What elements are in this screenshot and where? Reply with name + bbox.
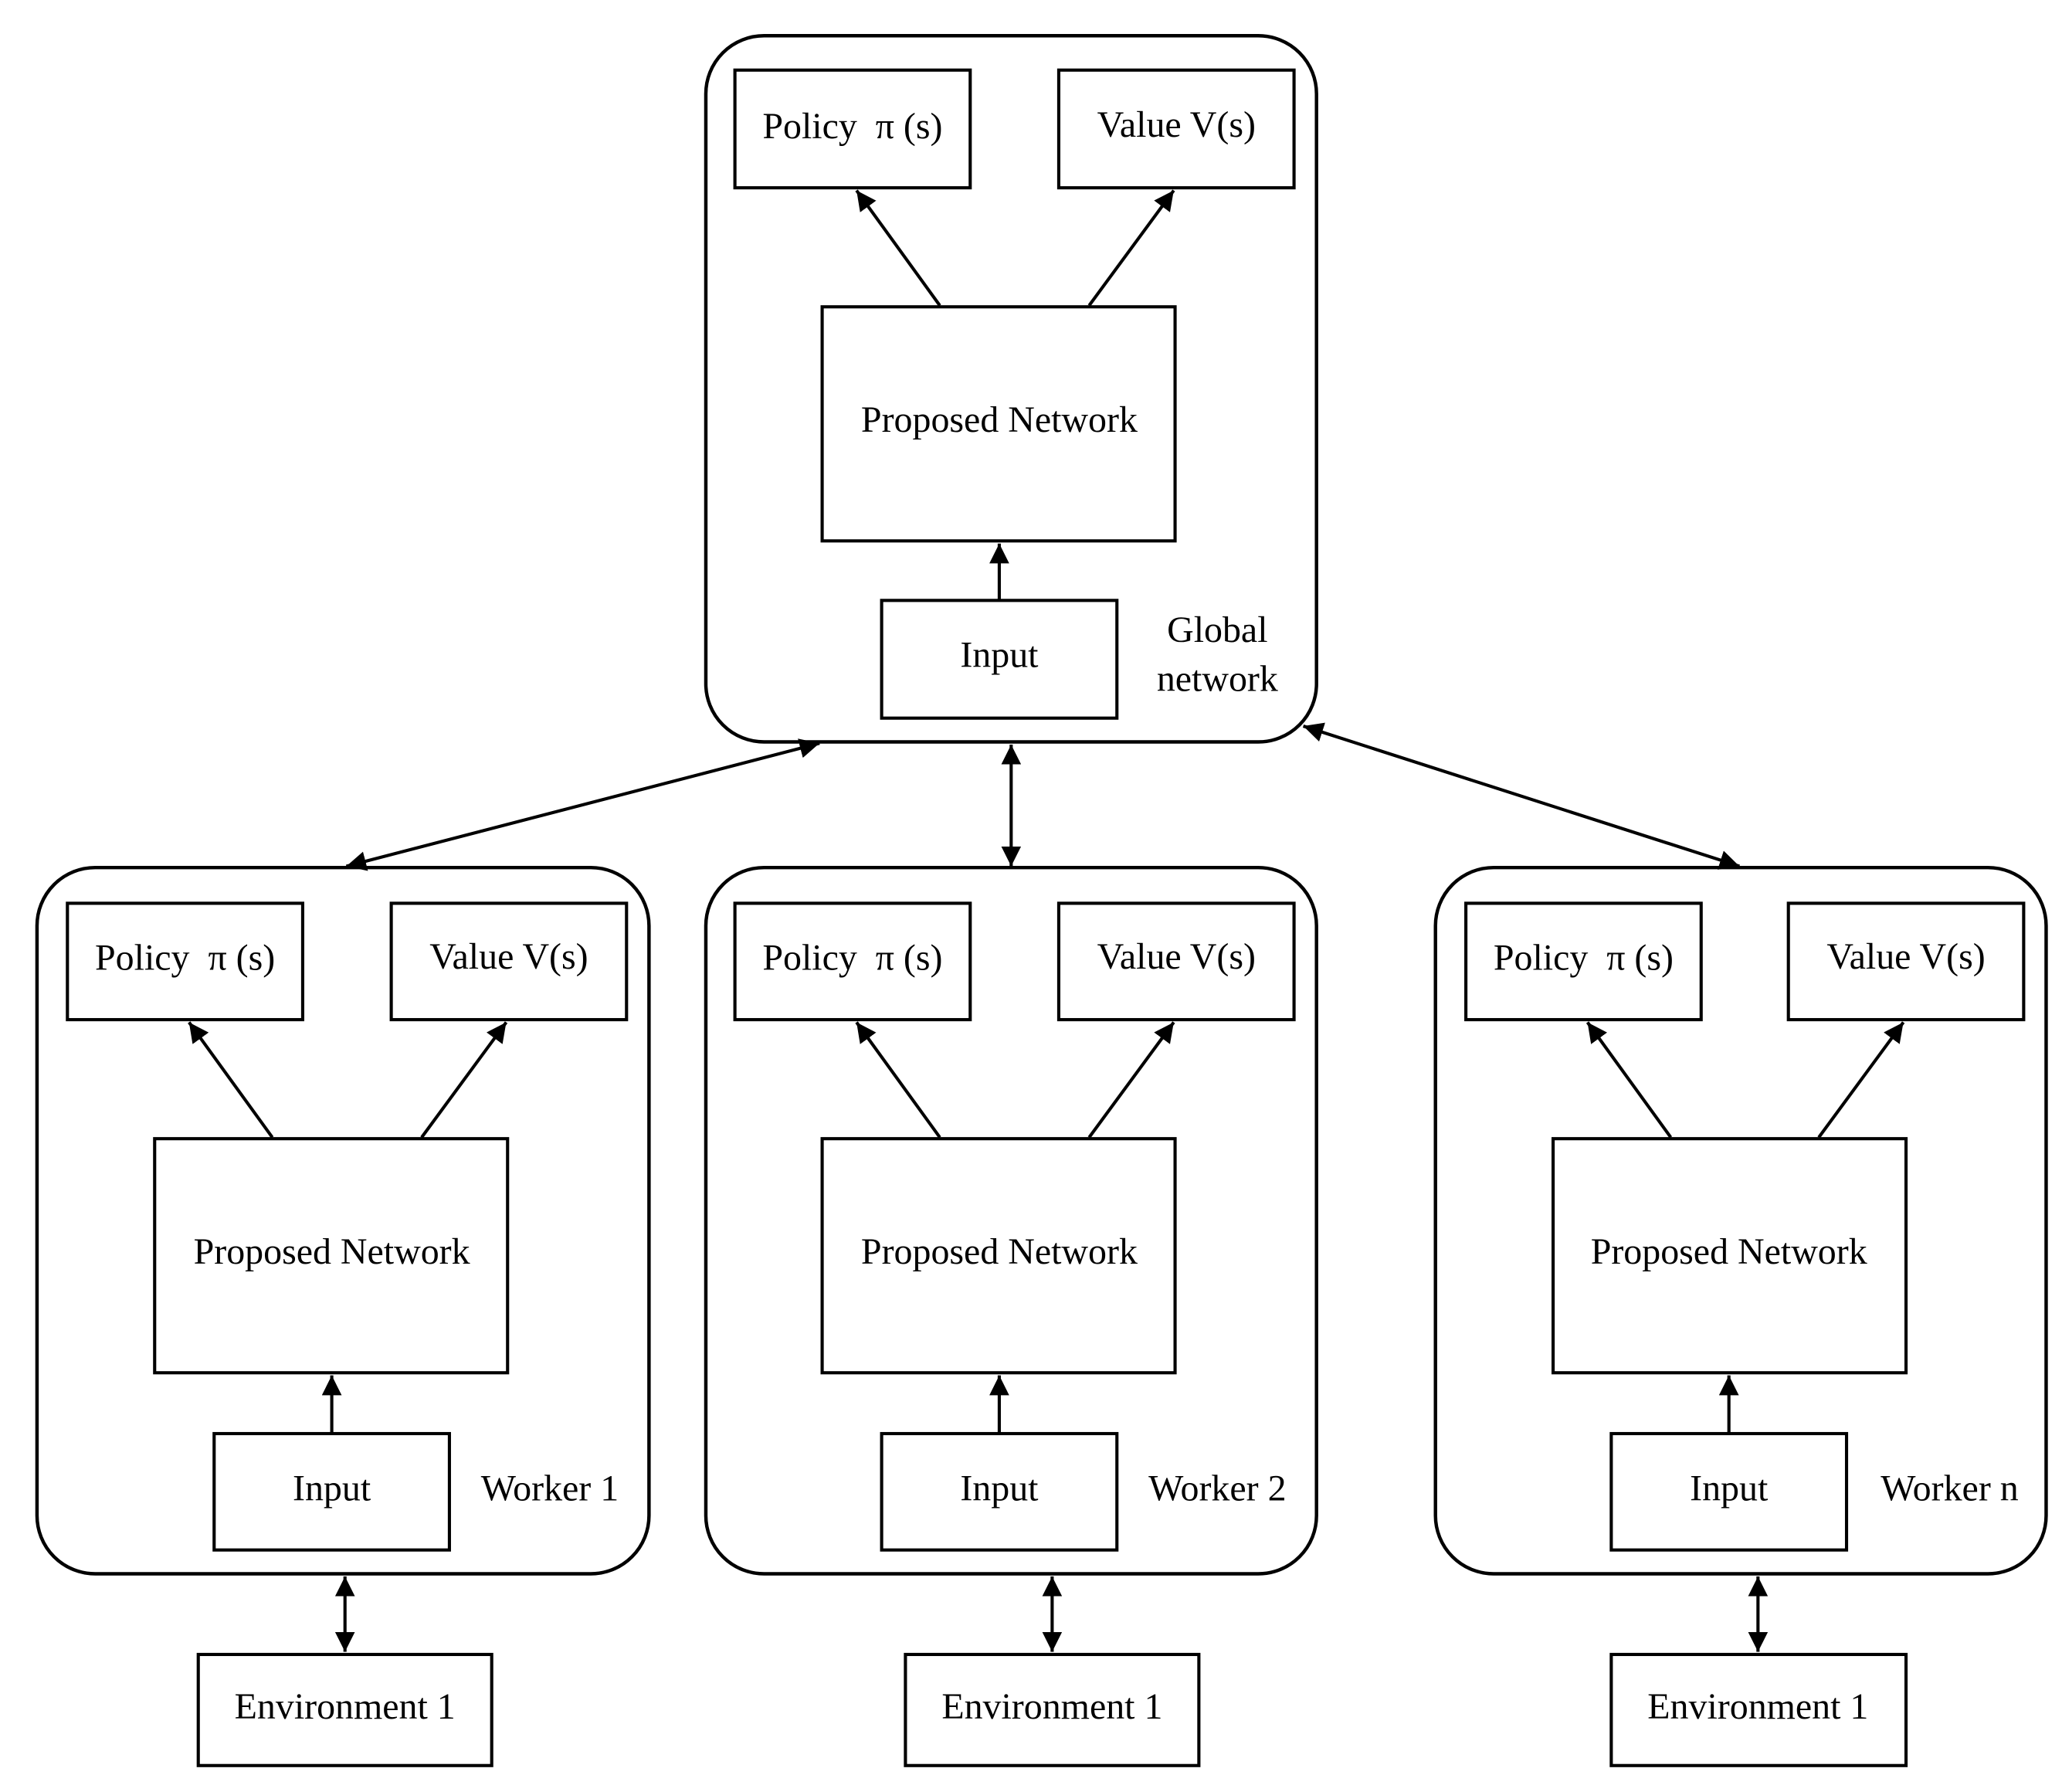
worker-1-value-box — [389, 901, 629, 1022]
worker-1-input-label: Input — [293, 1468, 371, 1509]
worker-1-caption: Worker 1 — [481, 1468, 619, 1509]
worker-1-network-box — [153, 1137, 510, 1375]
worker-1-value-label: Value V(s) — [429, 936, 588, 977]
global-caption-line2: network — [1157, 658, 1278, 699]
worker-n-policy-box — [1464, 901, 1703, 1022]
worker-n-input-label: Input — [1690, 1468, 1769, 1509]
environment-box-2 — [904, 1652, 1201, 1767]
worker-n-input-box — [1609, 1431, 1849, 1552]
environment-n-group: Environment 1 — [1609, 1576, 1908, 1767]
global-input-box — [880, 599, 1119, 720]
worker-n-value-box — [1786, 901, 2026, 1022]
worker-n-policy-label: Policy π (s) — [1494, 938, 1674, 979]
worker-n-network-to-value-arrow — [1817, 1021, 1905, 1139]
worker-2-network-to-value-arrow — [1087, 1021, 1175, 1139]
worker-1-group: Policy π (s) Value V(s) Proposed Network… — [35, 865, 651, 1576]
worker-2-policy-box — [733, 901, 972, 1022]
worker-2-group: Policy π (s) Value V(s) Proposed Network… — [704, 865, 1318, 1576]
worker-n-value-label: Value V(s) — [1826, 936, 1985, 977]
worker-n-network-label: Proposed Network — [1591, 1231, 1867, 1272]
worker-n-network-to-policy-arrow — [1586, 1021, 1673, 1139]
worker-2-value-label: Value V(s) — [1097, 936, 1256, 977]
worker-n-caption: Worker n — [1881, 1468, 2018, 1509]
worker-1-policy-label: Policy π (s) — [95, 938, 275, 979]
worker-1-network-label: Proposed Network — [194, 1231, 470, 1272]
worker-2-value-box — [1056, 901, 1296, 1022]
environment-label-n: Environment 1 — [1647, 1686, 1868, 1727]
worker-2-input-label: Input — [960, 1468, 1039, 1509]
worker-2-network-box — [820, 1137, 1177, 1375]
worker-1-network-to-value-arrow — [420, 1021, 508, 1139]
environment-1-group: Environment 1 — [196, 1576, 493, 1767]
worker-1-network-to-policy-arrow — [188, 1021, 274, 1139]
environment-2-group: Environment 1 — [904, 1576, 1201, 1767]
worker-2-input-box — [880, 1431, 1119, 1552]
global-input-label: Input — [960, 635, 1039, 676]
worker-2-caption: Worker 2 — [1148, 1468, 1286, 1509]
global-network-label: Proposed Network — [861, 399, 1138, 440]
global-network-group: Policy π (s) Value V(s) Proposed Network… — [704, 34, 1318, 744]
environment-label-1: Environment 1 — [235, 1686, 456, 1727]
environment-box-1 — [196, 1652, 493, 1767]
global-network-to-value-arrow — [1087, 189, 1175, 307]
global-network-box — [820, 305, 1177, 543]
worker-n-network-box — [1552, 1137, 1908, 1375]
global-worker-1-link-arrow — [345, 738, 820, 871]
global-network-to-policy-arrow — [855, 189, 941, 307]
worker-2-policy-label: Policy π (s) — [762, 938, 942, 979]
global-value-label: Value V(s) — [1097, 104, 1256, 145]
global-value-box — [1056, 68, 1296, 190]
global-policy-box — [733, 68, 972, 190]
global-caption-line1: Global — [1167, 609, 1267, 650]
worker-1-input-box — [212, 1431, 451, 1552]
worker-n-group: Policy π (s) Value V(s) Proposed Network… — [1433, 865, 2048, 1576]
worker-1-policy-box — [66, 901, 304, 1022]
environment-box-n — [1609, 1652, 1908, 1767]
worker-2-network-to-policy-arrow — [855, 1021, 941, 1139]
worker-2-network-label: Proposed Network — [861, 1231, 1138, 1272]
global-policy-label: Policy π (s) — [762, 106, 942, 147]
environment-label-2: Environment 1 — [941, 1686, 1162, 1727]
global-worker-n-link-arrow — [1302, 722, 1741, 870]
